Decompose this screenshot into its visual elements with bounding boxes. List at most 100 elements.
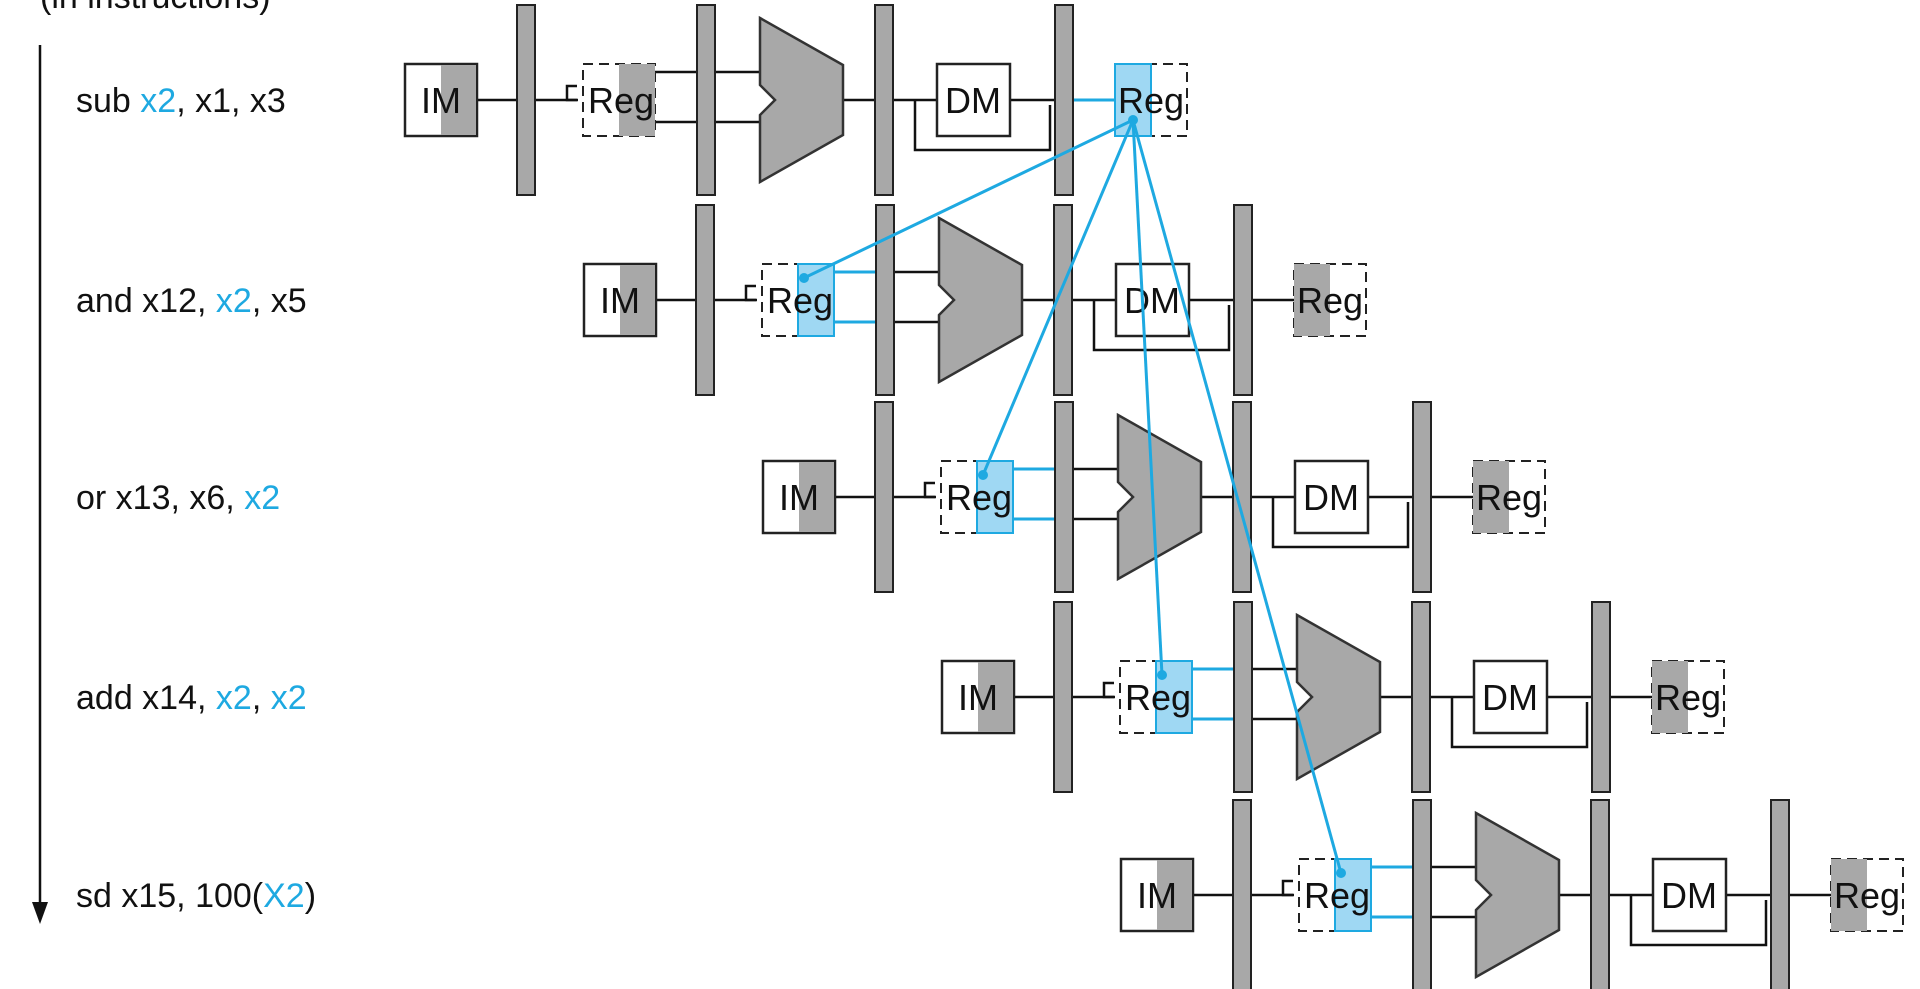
- datapath-wire: [1102, 681, 1114, 699]
- im-shade: [441, 65, 476, 135]
- instruction-text: , x1, x3: [176, 82, 286, 120]
- pipeline-register: [1232, 401, 1252, 593]
- arrow-head-icon: [32, 902, 48, 924]
- datapath-wire: [923, 481, 935, 499]
- pipeline-register: [1590, 799, 1610, 989]
- pipeline-register: [696, 4, 716, 196]
- reg-label: Reg: [1834, 875, 1900, 916]
- datapath-wire: [1281, 879, 1293, 897]
- pipeline-register: [1233, 601, 1253, 793]
- im-label: IM: [600, 280, 640, 321]
- pipeline-register: [1770, 799, 1790, 989]
- alu: [1116, 412, 1203, 582]
- reg-write-shade: [1473, 461, 1509, 533]
- instruction-label: sub x2, x1, x3: [76, 82, 286, 120]
- datapath-wire: [744, 284, 756, 302]
- hazard-register-text: x2: [271, 679, 307, 717]
- dm-label: DM: [1482, 677, 1538, 718]
- instruction-text: or x13, x6,: [76, 479, 244, 517]
- reg-write-shade: [1294, 264, 1330, 336]
- instruction-label: add x14, x2, x2: [76, 679, 307, 717]
- reg-label: Reg: [1304, 875, 1370, 916]
- dm-label: DM: [945, 80, 1001, 121]
- instruction-text: ): [305, 877, 316, 915]
- pipeline-register: [874, 401, 894, 593]
- pipeline-register: [875, 204, 895, 396]
- instruction-label: sd x15, 100(X2): [76, 877, 316, 915]
- hazard-register-text: x2: [216, 679, 252, 717]
- im-shade: [620, 265, 655, 335]
- instruction-text: ,: [252, 679, 271, 717]
- reg-label: Reg: [1125, 677, 1191, 718]
- datapath-wire: [1271, 497, 1410, 549]
- alu: [758, 15, 845, 185]
- pipeline-register: [1053, 204, 1073, 396]
- instruction-label: and x12, x2, x5: [76, 282, 307, 320]
- im-shade: [978, 662, 1013, 732]
- instruction-text: sub: [76, 82, 140, 120]
- dependency-dot: [978, 470, 988, 480]
- reg-label: Reg: [946, 477, 1012, 518]
- pipeline-register: [1412, 401, 1432, 593]
- pipeline-register: [516, 4, 536, 196]
- pipeline-register: [1233, 204, 1253, 396]
- instruction-text: sd x15, 100(: [76, 877, 264, 915]
- data-memory: [1293, 459, 1370, 535]
- dependency-line: [1131, 119, 1164, 676]
- pipeline-register: [1591, 601, 1611, 793]
- forwarding-lines: [799, 115, 1346, 878]
- instruction-label: or x13, x6, x2: [76, 479, 280, 517]
- datapath-wire: [1629, 895, 1768, 947]
- im-shade: [799, 462, 834, 532]
- pipeline-row: IM Reg DM Reg: [761, 401, 1546, 593]
- pipeline-row: IM Reg DM Reg: [582, 204, 1367, 396]
- instruction-text: and x12,: [76, 282, 216, 320]
- dependency-line: [803, 118, 1134, 280]
- pipeline-register: [1054, 4, 1074, 196]
- dm-label: DM: [1303, 477, 1359, 518]
- reg-write-shade: [1831, 859, 1867, 931]
- dependency-dot: [1336, 868, 1346, 878]
- reg-label: Reg: [1476, 477, 1542, 518]
- reg-label: Reg: [1297, 280, 1363, 321]
- dependency-dot: [799, 273, 809, 283]
- instruction-text: , x5: [252, 282, 307, 320]
- data-memory: [1472, 659, 1549, 735]
- data-memory: [935, 62, 1012, 138]
- datapath-wire: [913, 100, 1052, 152]
- alu: [937, 215, 1024, 385]
- dm-label: DM: [1661, 875, 1717, 916]
- reg-write-shade: [1652, 661, 1688, 733]
- pipeline-register: [695, 204, 715, 396]
- pipeline-register: [1232, 799, 1252, 989]
- dependency-line: [1131, 119, 1343, 874]
- reg-label: Reg: [1118, 80, 1184, 121]
- reg-label: Reg: [1655, 677, 1721, 718]
- dm-label: DM: [1124, 280, 1180, 321]
- datapath-wire: [1092, 300, 1231, 352]
- reg-read-shade: [619, 64, 655, 136]
- hazard-register-text: x2: [244, 479, 280, 517]
- instruction-text: add x14,: [76, 679, 216, 717]
- im-label: IM: [779, 477, 819, 518]
- pipeline-register: [1053, 601, 1073, 793]
- reg-label: Reg: [767, 280, 833, 321]
- pipeline-register: [874, 4, 894, 196]
- hazard-register-text: x2: [216, 282, 252, 320]
- alu: [1474, 810, 1561, 980]
- alu: [1295, 612, 1382, 782]
- datapath-wire: [1450, 697, 1589, 749]
- datapath-wire: [565, 84, 577, 102]
- im-label: IM: [421, 80, 461, 121]
- hazard-register-text: x2: [140, 82, 176, 120]
- program-order-label: (in instructions): [40, 0, 271, 16]
- data-memory: [1651, 857, 1728, 933]
- im-shade: [1157, 860, 1192, 930]
- dependency-dot: [1157, 670, 1167, 680]
- pipeline-register: [1411, 601, 1431, 793]
